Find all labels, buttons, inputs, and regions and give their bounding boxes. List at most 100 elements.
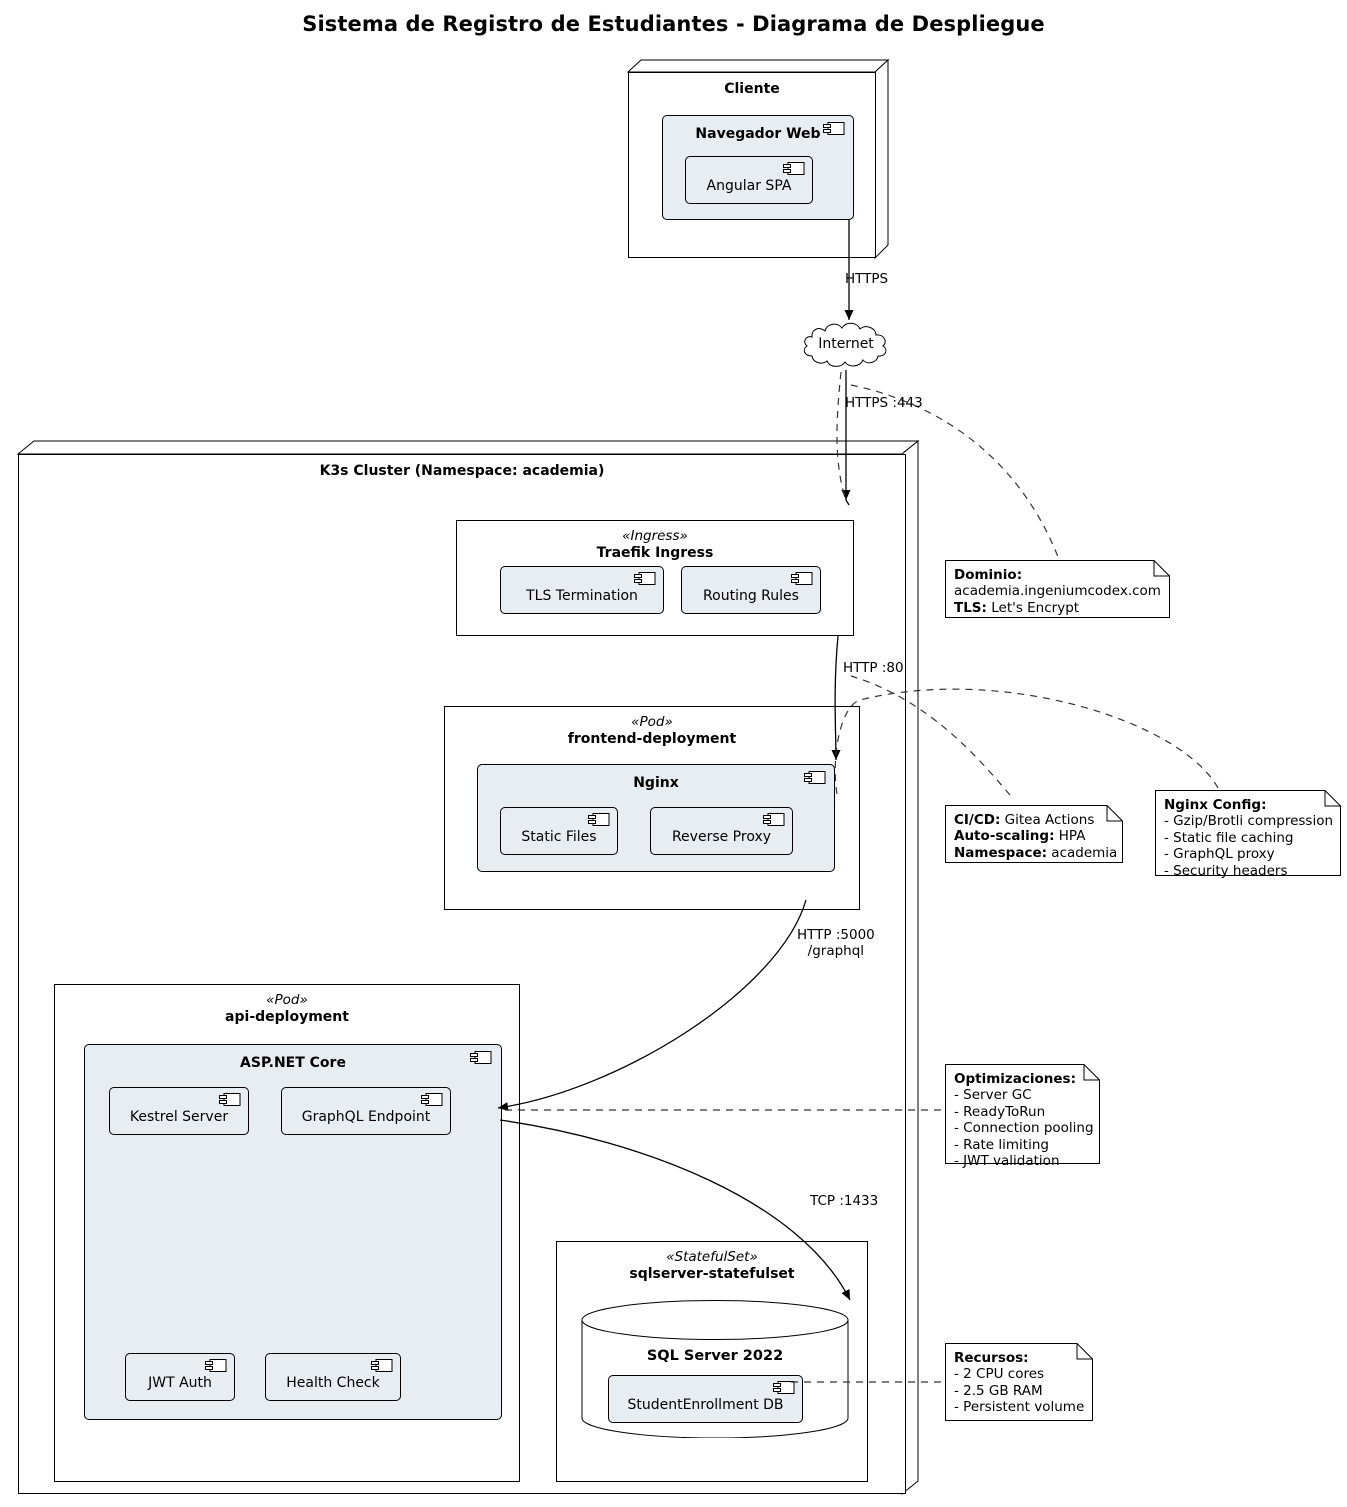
component-kestrel-server[interactable]: Kestrel Server [109,1087,249,1135]
component-icon [763,813,785,826]
component-icon [421,1093,443,1106]
database-sql-server-2022[interactable]: SQL Server 2022 StudentEnrollment DB [581,1300,849,1439]
component-navegador-web-label: Navegador Web [695,126,821,142]
note-line: - JWT validation [954,1153,1060,1170]
component-health-check-label: Health Check [286,1375,380,1391]
node-sql-stereotype: «StatefulSet» [666,1249,758,1265]
note-dominio[interactable]: Dominio: academia.ingeniumcodex.com TLS:… [945,560,1170,618]
node-frontend-label: frontend-deployment [567,730,737,747]
note-line: - Server GC [954,1087,1032,1104]
node-traefik-label: Traefik Ingress [596,544,714,561]
note-shape [945,805,1123,863]
component-static-files[interactable]: Static Files [500,807,618,855]
component-icon [791,572,813,585]
node-frontend-deployment[interactable]: «Pod» frontend-deployment Nginx Static F… [444,694,872,910]
component-studentenrollment-db-label: StudentEnrollment DB [627,1397,784,1413]
note-line: - ReadyToRun [954,1103,1046,1120]
component-icon [823,122,845,135]
component-reverse-proxy-label: Reverse Proxy [671,829,772,845]
note-line: - 2 CPU cores [954,1366,1045,1383]
node-k3s-cluster-label: K3s Cluster (Namespace: academia) [319,463,605,479]
page-title: Sistema de Registro de Estudiantes - Dia… [302,12,1045,36]
note-line: Dominio: [954,567,1023,583]
note-nginx-config-body: Nginx Config: - Gzip/Brotli compression … [1155,790,1341,879]
node-traefik-title: «Ingress» Traefik Ingress [456,520,854,561]
note-line: TLS: Let's Encrypt [954,599,1080,616]
note-optimizaciones[interactable]: Optimizaciones: - Server GC - ReadyToRun… [945,1064,1100,1169]
note-line: - Static file caching [1164,829,1294,846]
node-traefik-ingress[interactable]: «Ingress» Traefik Ingress TLS Terminatio… [456,508,866,636]
component-routing-rules-label: Routing Rules [703,588,799,604]
edge-label-http-5000-graphql: HTTP :5000 /graphql [797,927,875,959]
node-sql-label: sqlserver-statefulset [629,1265,795,1282]
note-line: Optimizaciones: [954,1071,1076,1087]
note-recursos-body: Recursos: - 2 CPU cores - 2.5 GB RAM - P… [945,1343,1093,1421]
node-frontend-title: «Pod» frontend-deployment [444,706,860,747]
component-angular-spa[interactable]: Angular SPA [685,156,813,204]
edge-label-https-443: HTTPS :443 [845,395,923,411]
edge-label-http-80: HTTP :80 [843,660,904,676]
component-reverse-proxy[interactable]: Reverse Proxy [650,807,793,855]
node-traefik-stereotype: «Ingress» [622,528,688,544]
component-graphql-endpoint[interactable]: GraphQL Endpoint [281,1087,451,1135]
component-studentenrollment-db[interactable]: StudentEnrollment DB [608,1375,803,1423]
cloud-internet-label: Internet [818,336,874,352]
component-graphql-endpoint-label: GraphQL Endpoint [301,1109,431,1125]
component-health-check[interactable]: Health Check [265,1353,401,1401]
component-icon [219,1093,241,1106]
note-line: Recursos: [954,1350,1029,1366]
node-api-title: «Pod» api-deployment [54,984,520,1025]
component-aspnet-core-label: ASP.NET Core [240,1055,346,1071]
note-nginx-config[interactable]: Nginx Config: - Gzip/Brotli compression … [1155,790,1341,879]
node-api-label: api-deployment [225,1008,349,1025]
component-aspnet-core[interactable]: ASP.NET Core Kestrel Server GraphQL Endp… [84,1044,502,1420]
component-tls-termination[interactable]: TLS Termination [500,566,664,614]
note-line: - GraphQL proxy [1164,846,1275,863]
node-sql-title: «StatefulSet» sqlserver-statefulset [556,1241,868,1282]
note-line: CI/CD: Gitea Actions [954,812,1095,828]
note-line: - 2.5 GB RAM [954,1382,1043,1399]
component-jwt-auth-label: JWT Auth [148,1375,212,1391]
edge-label-https: HTTPS [845,271,889,287]
component-icon [470,1051,492,1064]
note-shape [1155,790,1341,876]
node-cliente-label: Cliente [724,81,780,97]
node-frontend-stereotype: «Pod» [631,714,673,730]
component-static-files-label: Static Files [521,829,597,845]
note-optimizaciones-body: Optimizaciones: - Server GC - ReadyToRun… [945,1064,1100,1169]
note-line: academia.ingeniumcodex.com [954,583,1161,600]
note-line: Auto-scaling: HPA [954,828,1086,845]
component-tls-termination-label: TLS Termination [526,588,638,604]
cloud-internet[interactable]: Internet [798,318,894,372]
note-cicd[interactable]: CI/CD: Gitea Actions Auto-scaling: HPA N… [945,805,1123,863]
note-recursos[interactable]: Recursos: - 2 CPU cores - 2.5 GB RAM - P… [945,1343,1093,1421]
note-line: - Connection pooling [954,1120,1094,1137]
component-icon [371,1359,393,1372]
edge-label-tcp-1433: TCP :1433 [810,1193,879,1209]
component-nginx-label: Nginx [633,775,679,791]
note-dominio-body: Dominio: academia.ingeniumcodex.com TLS:… [945,560,1170,618]
note-cicd-body: CI/CD: Gitea Actions Auto-scaling: HPA N… [945,805,1123,863]
note-line: - Security headers [1164,862,1288,879]
note-line: - Rate limiting [954,1136,1049,1153]
component-angular-spa-label: Angular SPA [706,178,792,194]
note-shape [945,1064,1100,1164]
note-line: - Gzip/Brotli compression [1164,813,1334,830]
node-api-stereotype: «Pod» [266,992,308,1008]
component-routing-rules[interactable]: Routing Rules [681,566,821,614]
node-k3s-cluster-title: K3s Cluster (Namespace: academia) [18,454,906,480]
note-line: Namespace: academia [954,844,1118,861]
component-kestrel-server-label: Kestrel Server [129,1109,229,1125]
node-api-deployment[interactable]: «Pod» api-deployment ASP.NET Core Kestre… [54,971,532,1482]
component-navegador-web[interactable]: Navegador Web Angular SPA [662,115,854,220]
component-icon [634,572,656,585]
component-nginx[interactable]: Nginx Static Files Reverse Proxy [477,764,835,872]
component-icon [205,1359,227,1372]
component-icon [588,813,610,826]
note-shape [945,560,1170,618]
database-sql-server-2022-label: SQL Server 2022 [646,1348,784,1364]
node-cliente-title: Cliente [628,72,876,98]
component-jwt-auth[interactable]: JWT Auth [125,1353,235,1401]
component-icon [773,1381,795,1394]
cloud-shape [803,322,887,367]
